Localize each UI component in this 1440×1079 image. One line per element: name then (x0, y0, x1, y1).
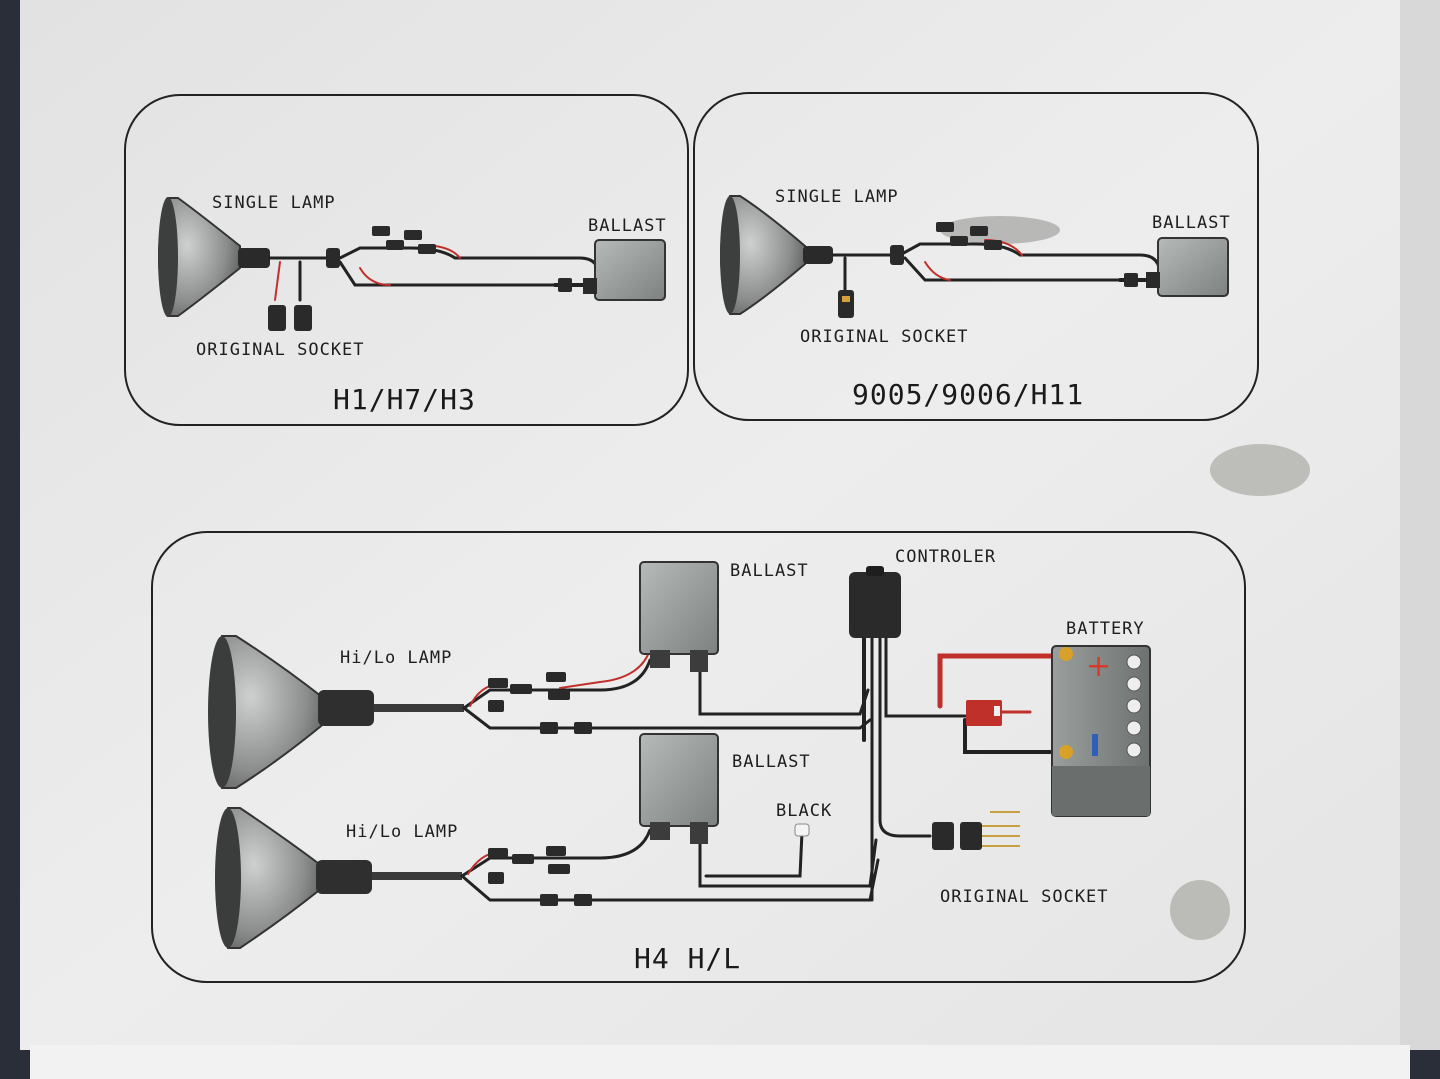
wiring-harness (460, 634, 1067, 902)
single-lamp-label: SINGLE LAMP (775, 187, 899, 207)
ballast-icon (1146, 237, 1229, 297)
controler-label: CONTROLER (895, 547, 996, 567)
connector-plug (890, 222, 1138, 287)
panel-title: 9005/9006/H11 (852, 378, 1084, 411)
connector-plug (488, 672, 592, 906)
box-tray (30, 1045, 1410, 1079)
hilo-lamp-top-icon (208, 635, 464, 789)
ballast-bottom-icon (639, 733, 719, 844)
hilo-lamp-bottom-icon (215, 807, 462, 949)
original-socket-label: ORIGINAL SOCKET (940, 887, 1109, 907)
hilo-lamp-bottom-label: Hi/Lo LAMP (346, 822, 458, 842)
fuse-icon (966, 700, 1002, 726)
original-socket-icon (838, 290, 854, 318)
original-socket-icon (268, 305, 312, 331)
panel-title: H4 H/L (634, 942, 741, 975)
battery-icon: + (1051, 645, 1151, 817)
plus-sign-icon: + (1086, 649, 1111, 684)
ballast-label: BALLAST (588, 216, 667, 236)
single-lamp-icon (720, 195, 833, 315)
ballast-top-icon (639, 561, 719, 672)
original-socket-label: ORIGINAL SOCKET (800, 327, 969, 347)
ballast-bottom-label: BALLAST (732, 752, 811, 772)
connector-plug (326, 226, 572, 292)
ballast-icon (583, 239, 666, 301)
panel-h4-hl: + BALLAST BALLAST CONTROLER BATTERY Hi/L… (151, 531, 1246, 983)
panel-9005-9006-h11: SINGLE LAMP BALLAST ORIGINAL SOCKET 9005… (693, 92, 1259, 421)
minus-sign-icon (1092, 734, 1098, 756)
black-wire-terminal (794, 823, 810, 837)
dirt-smudge (940, 216, 1310, 940)
battery-label: BATTERY (1066, 619, 1145, 639)
hilo-lamp-top-label: Hi/Lo LAMP (340, 648, 452, 668)
ballast-top-label: BALLAST (730, 561, 809, 581)
black-label: BLACK (776, 801, 832, 821)
original-socket-icon (932, 811, 1020, 850)
ballast-label: BALLAST (1152, 213, 1231, 233)
panel-title: H1/H7/H3 (333, 383, 476, 416)
panel-h1-h7-h3: SINGLE LAMP BALLAST ORIGINAL SOCKET H1/H… (124, 94, 689, 426)
original-socket-label: ORIGINAL SOCKET (196, 340, 365, 360)
single-lamp-icon (158, 197, 270, 317)
single-lamp-label: SINGLE LAMP (212, 193, 336, 213)
controller-icon (849, 566, 901, 638)
